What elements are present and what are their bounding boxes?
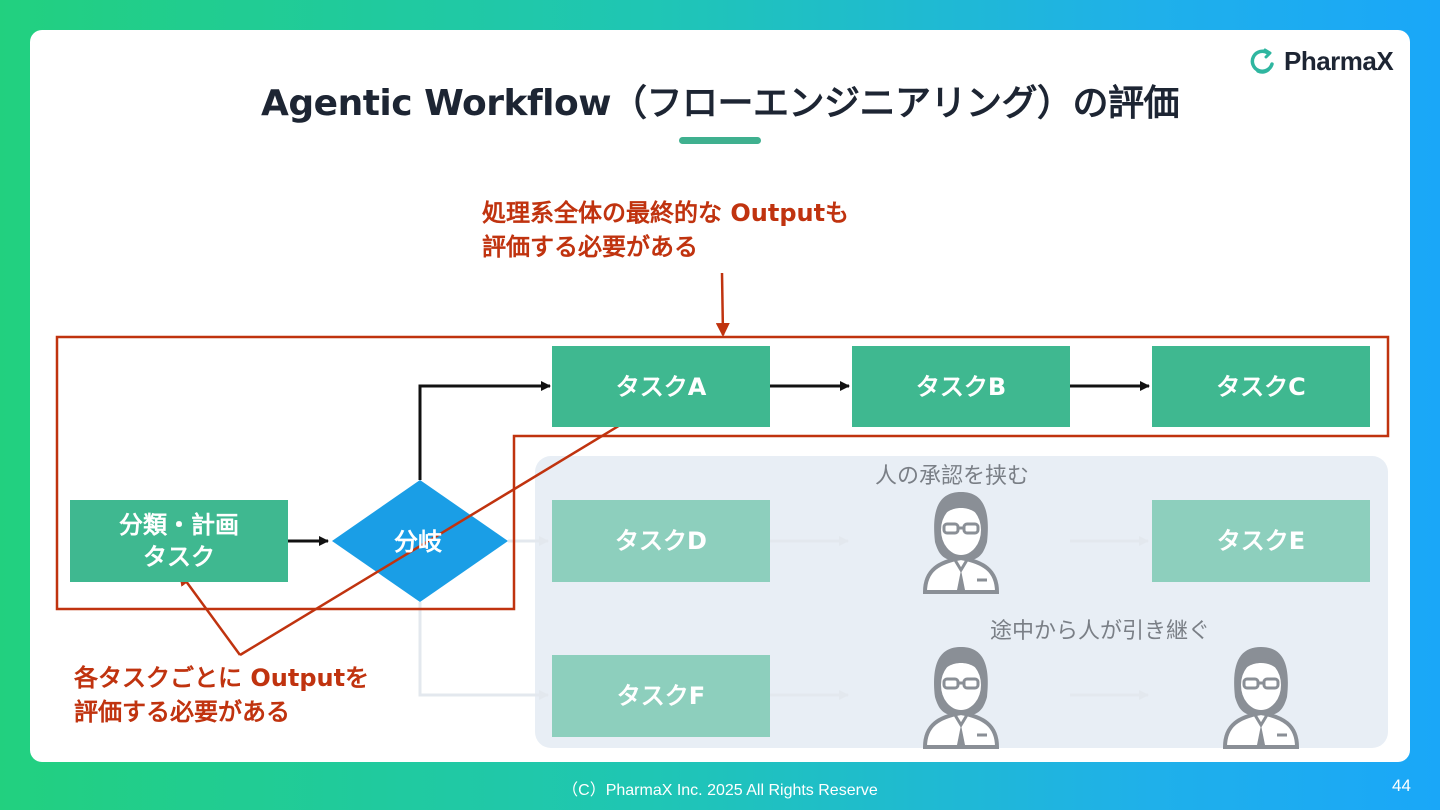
task-b-box: タスクB bbox=[852, 346, 1070, 427]
arrow-branch-to-f bbox=[418, 602, 549, 700]
human-takeover-label: 途中から人が引き継ぐ bbox=[990, 619, 1211, 644]
copyright-footer: （C）PharmaX Inc. 2025 All Rights Reserve bbox=[562, 782, 878, 799]
title-underline bbox=[679, 137, 761, 144]
pharmax-logo-icon bbox=[1250, 48, 1274, 74]
plan-task-box: 分類・計画 タスク bbox=[70, 500, 288, 582]
slide-title: Agentic Workflow（フローエンジニアリング）の評価 bbox=[261, 83, 1179, 124]
branch-label: 分岐 bbox=[394, 528, 442, 556]
task-f-box: タスクF bbox=[552, 655, 770, 737]
red-arrow-to-plan bbox=[178, 571, 242, 656]
page-number: 44 bbox=[1392, 776, 1411, 795]
final-output-note: 処理系全体の最終的な Outputも 評価する必要がある bbox=[482, 199, 850, 261]
human-approval-label: 人の承認を挟む bbox=[875, 464, 1030, 489]
logo-text: PharmaX bbox=[1284, 46, 1394, 76]
red-arrow-to-task-a bbox=[239, 411, 642, 657]
red-arrow-final-output bbox=[715, 272, 730, 337]
slide-card: PharmaX Agentic Workflow（フローエンジニアリング）の評価 bbox=[30, 30, 1410, 762]
person-icon bbox=[1222, 647, 1300, 749]
person-icon bbox=[922, 492, 1000, 594]
person-icon bbox=[922, 647, 1000, 749]
flow-connectors bbox=[55, 272, 1390, 700]
each-task-note: 各タスクごとに Outputを 評価する必要がある bbox=[74, 664, 370, 726]
pharmax-logo: PharmaX bbox=[1248, 46, 1394, 77]
task-a-box: タスクA bbox=[552, 346, 770, 427]
arrow-branch-to-a bbox=[418, 381, 551, 480]
task-e-box: タスクE bbox=[1152, 500, 1370, 582]
task-d-box: タスクD bbox=[552, 500, 770, 582]
task-c-box: タスクC bbox=[1152, 346, 1370, 427]
evaluation-highlight-outline bbox=[55, 335, 1390, 611]
